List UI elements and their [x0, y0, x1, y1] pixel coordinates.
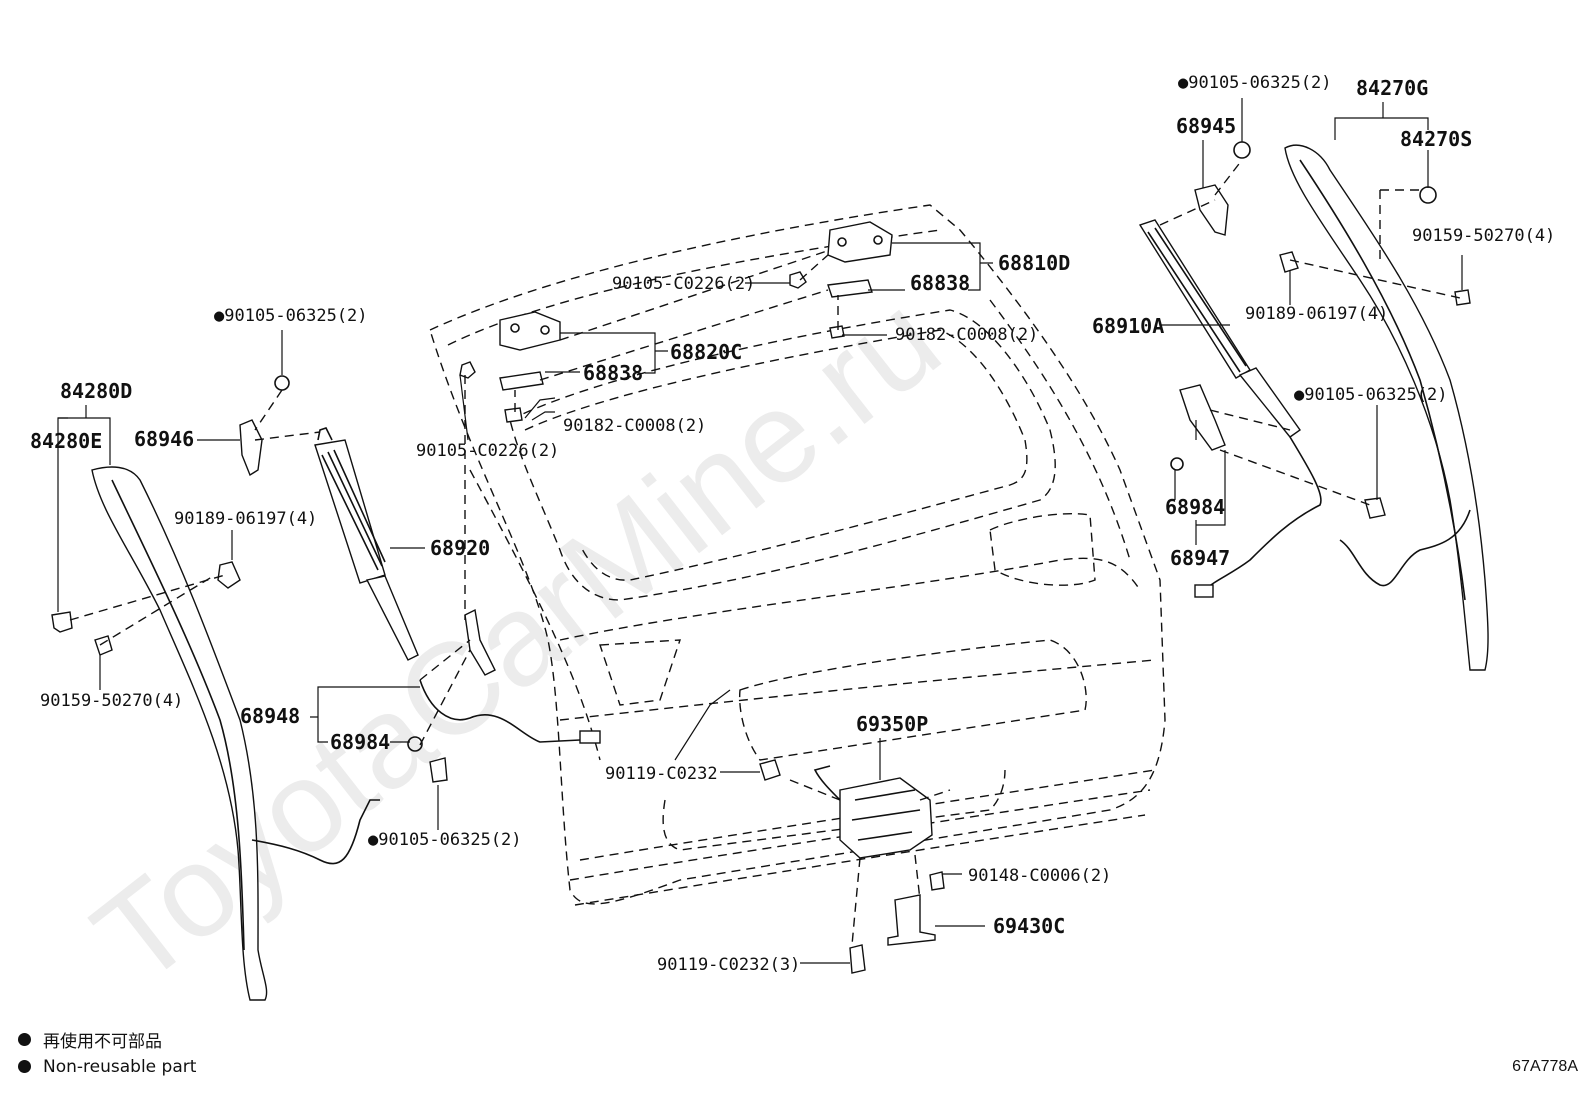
callout-90182-C0008-mid: 90182-C0008(2): [563, 416, 706, 436]
gas-strut-68910A: [1138, 219, 1322, 598]
legend-en-text: Non-reusable part: [43, 1056, 197, 1077]
callouts: ●90105-06325(2) 84270G 68945 84270S 9015…: [30, 73, 1555, 975]
assembly-dashes: [69, 159, 1461, 946]
legend-jp-text: 再使用不可部品: [43, 1032, 162, 1052]
callout-90159-50270-left: 90159-50270(4): [40, 691, 183, 711]
callout-68947: 68947: [1170, 546, 1230, 570]
gas-strut-68920: [314, 427, 419, 661]
callout-68820C: 68820C: [670, 340, 742, 364]
callout-84270S: 84270S: [1400, 127, 1472, 151]
garnish-84270G: [1279, 144, 1489, 671]
callout-90159-50270-right: 90159-50270(4): [1412, 226, 1555, 246]
bracket-68946: [239, 375, 290, 477]
bracket-68947: [1170, 384, 1386, 519]
callout-90105-06325-left: ●90105-06325(2): [214, 306, 368, 326]
callout-68948: 68948: [240, 704, 300, 728]
garnish-84280D: [51, 466, 380, 1001]
callout-68838-top: 68838: [910, 271, 970, 295]
callout-84280E: 84280E: [30, 429, 102, 453]
bracket-68948: [407, 608, 601, 783]
lock-69350P: [759, 759, 933, 974]
bullet-icon: [18, 1033, 31, 1046]
callout-90189-06197-left: 90189-06197(4): [174, 509, 317, 529]
callout-69350P: 69350P: [856, 712, 928, 736]
callout-90105-06325-right-mid: ●90105-06325(2): [1294, 385, 1448, 405]
legend: 再使用不可部品 Non-reusable part: [18, 1026, 196, 1080]
callout-68984-right: 68984: [1165, 495, 1225, 519]
callout-68810D: 68810D: [998, 251, 1070, 275]
striker-69430C: [887, 871, 945, 946]
callout-90148-C0006: 90148-C0006(2): [968, 866, 1111, 886]
callout-90105-06325-bottom-left: ●90105-06325(2): [368, 830, 522, 850]
legend-row-jp: 再使用不可部品: [18, 1026, 196, 1053]
bullet-icon: [18, 1060, 31, 1073]
legend-row-en: Non-reusable part: [18, 1053, 196, 1080]
leader-lines: [57, 98, 1463, 964]
callout-68838-mid: 68838: [583, 361, 643, 385]
bracket-68945: [1194, 141, 1251, 236]
diagram-code: 67A778A: [1512, 1058, 1578, 1075]
callout-68920: 68920: [430, 536, 490, 560]
callout-90119-C0232-3: 90119-C0232(3): [657, 955, 800, 975]
callout-68910A: 68910A: [1092, 314, 1164, 338]
callout-69430C: 69430C: [993, 914, 1065, 938]
callout-84280D: 84280D: [60, 379, 132, 403]
callout-90189-06197-right: 90189-06197(4): [1245, 304, 1388, 324]
callout-90119-C0232: 90119-C0232: [605, 764, 718, 784]
callout-90105-06325-top-right: ●90105-06325(2): [1178, 73, 1332, 93]
callout-68984-left: 68984: [330, 730, 390, 754]
back-door-panel: [429, 204, 1166, 906]
callout-90182-C0008-top: 90182-C0008(2): [895, 325, 1038, 345]
callout-84270G: 84270G: [1356, 76, 1428, 100]
callout-90105-C0226-top: 90105-C0226(2): [612, 274, 755, 294]
callout-90105-C0226-mid: 90105-C0226(2): [416, 441, 559, 461]
callout-68945: 68945: [1176, 114, 1236, 138]
callout-68946: 68946: [134, 427, 194, 451]
hinge-68820C: [459, 311, 561, 423]
